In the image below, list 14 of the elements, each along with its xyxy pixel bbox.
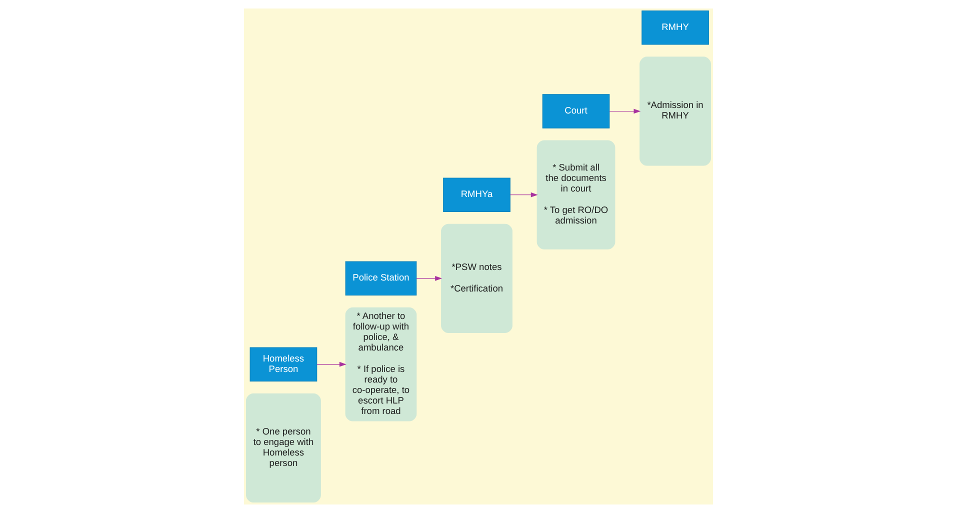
node-box: RMHY: [641, 10, 708, 45]
node-box: *Admission in RMHY: [639, 56, 710, 166]
arrow: [316, 362, 346, 367]
arrow: [509, 192, 538, 198]
node-box: * Submit all the documents in court * To get RO/DO admission: [536, 140, 615, 250]
arrow: [416, 276, 442, 281]
arrow: [608, 108, 640, 114]
node-box: Homeless Person: [249, 347, 317, 382]
node-box: RMHYa: [442, 178, 510, 212]
node-box: * Another to follow-up with police, & ambulance * If police is ready to co-operate, to escort HLP from road: [344, 307, 416, 422]
node-box: Police Station: [344, 261, 416, 296]
node-box: * One person to engage with Homeless person: [246, 393, 320, 502]
node-box: Court: [542, 94, 610, 128]
node-box: *PSW notes *Certification: [440, 224, 512, 333]
